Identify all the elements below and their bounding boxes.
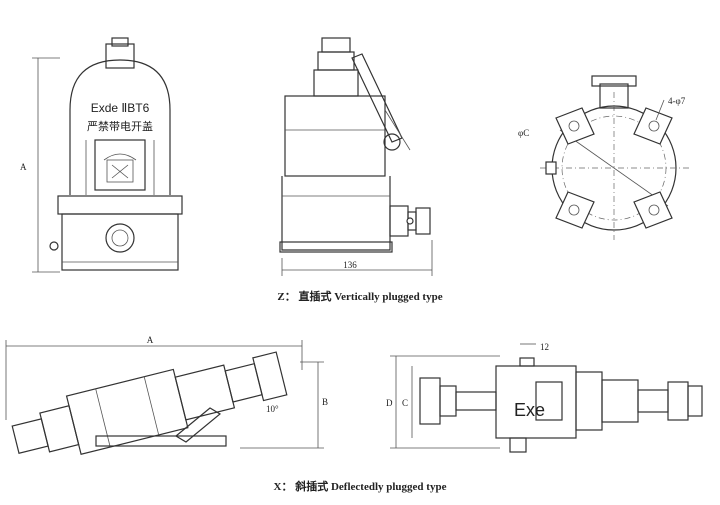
plan-c-label: C [402, 398, 408, 408]
deflected-height-label: B [322, 397, 328, 407]
plan-view: D C 12 Exe [386, 342, 703, 453]
deflected-view: A B 10° [5, 335, 328, 456]
mounting-lugs [555, 107, 673, 229]
circle-dim-label: φC [518, 128, 529, 138]
top-view: 4-φ7 φC [518, 75, 690, 240]
side-width-label: 136 [343, 260, 357, 270]
caption-vertical: Z： 直插式 Vertically plugged type [277, 289, 442, 303]
caption-deflected: X： 斜插式 Deflectedly plugged type [274, 479, 447, 493]
explosion-proof-marking: Exde ⅡBT6 [91, 101, 150, 115]
plan-d-label: D [386, 398, 393, 408]
plan-body-label: Exe [514, 400, 545, 420]
deflected-length-label: A [147, 335, 154, 345]
warning-text: 严禁带电开盖 [87, 119, 153, 133]
hole-dim-label: 4-φ7 [668, 96, 686, 106]
deflected-angle-label: 10° [266, 404, 279, 414]
front-view: A Exde ⅡBT6 严禁带电开盖 [20, 37, 183, 273]
plan-12-label: 12 [540, 342, 549, 352]
side-view: 136 [279, 37, 433, 276]
front-height-label: A [20, 162, 27, 172]
